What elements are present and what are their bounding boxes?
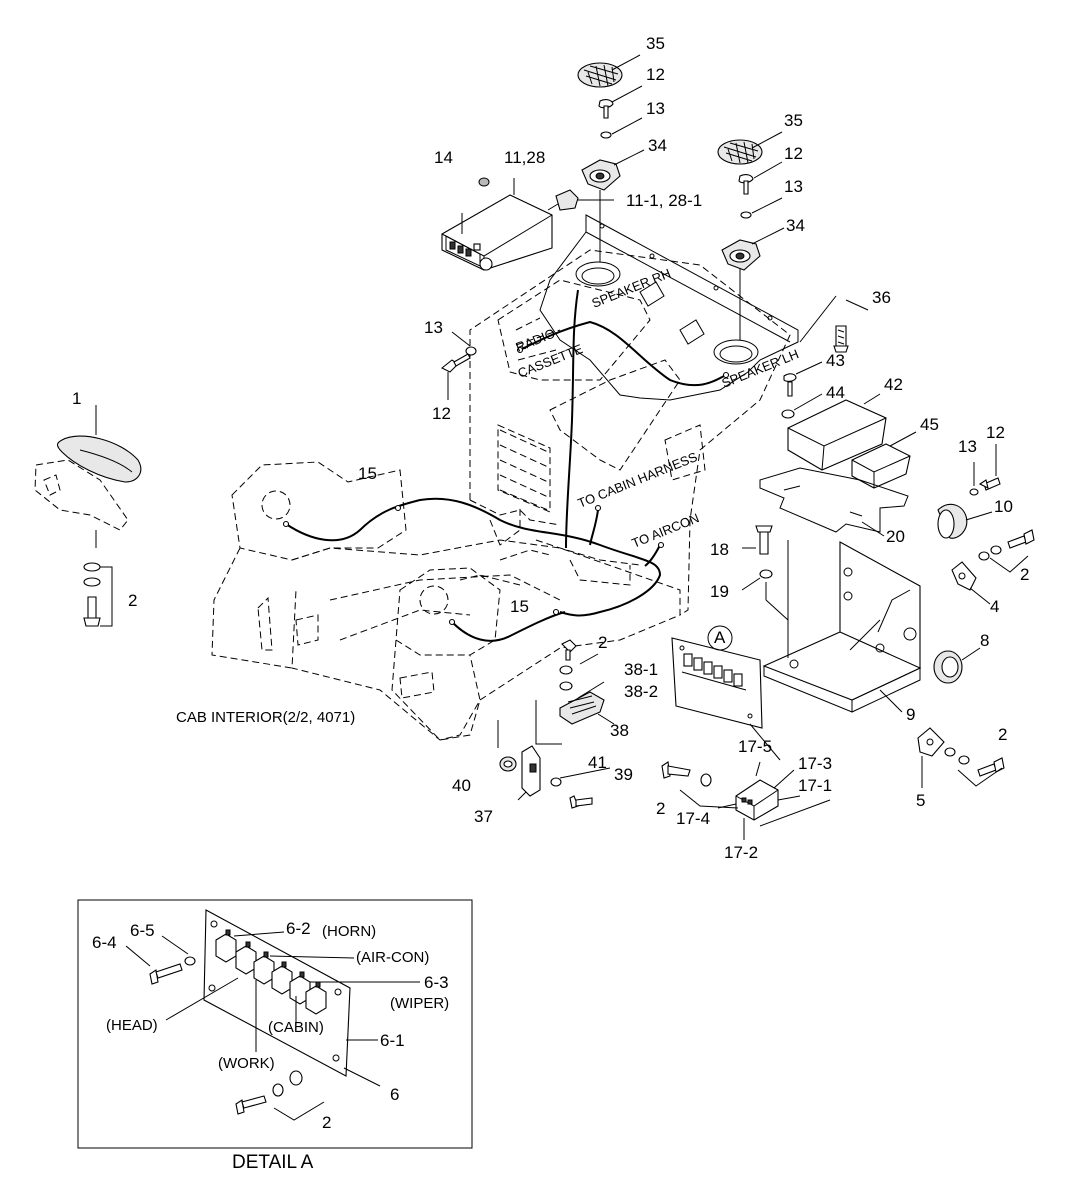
label-8: 8 <box>980 631 989 650</box>
label-4: 4 <box>990 597 999 616</box>
annotation-speaker-rh: SPEAKER RH <box>590 265 673 310</box>
cab-interior-frame <box>211 249 791 741</box>
label-17-2: 17-2 <box>724 843 758 862</box>
label-5: 5 <box>916 791 925 810</box>
label-12-left: 12 <box>432 404 451 423</box>
detail-a-box: 6-5 6-4 6-2 (HORN) (AIR-CON) 6-3 (WIPER)… <box>77 899 473 1149</box>
label-1: 1 <box>72 389 81 408</box>
label-2-detail: 2 <box>322 1113 331 1132</box>
part-41-39-screw-washer <box>550 767 611 809</box>
part-18-bolt <box>742 525 773 555</box>
label-horn: (HORN) <box>322 923 376 940</box>
label-35-right: 35 <box>784 111 803 130</box>
label-13-right: 13 <box>784 177 803 196</box>
speaker-left-stack <box>577 54 645 262</box>
label-37: 37 <box>474 807 493 826</box>
label-13-far-right: 13 <box>958 437 977 456</box>
part-8-grommet <box>933 647 981 684</box>
label-head: (HEAD) <box>106 1017 158 1034</box>
part-12-13-screw-right <box>969 444 1001 496</box>
part-38-switch-plug <box>535 639 615 745</box>
label-13-left: 13 <box>424 318 443 337</box>
label-44: 44 <box>826 383 845 402</box>
label-a-marker: A <box>714 628 726 647</box>
part-4-clip-upper <box>951 529 1035 605</box>
label-18: 18 <box>710 540 729 559</box>
label-19: 19 <box>710 582 729 601</box>
label-6-4: 6-4 <box>92 933 117 952</box>
label-6: 6 <box>390 1085 399 1104</box>
label-40: 40 <box>452 776 471 795</box>
label-17-3: 17-3 <box>798 754 832 773</box>
part-11-radio-cassette <box>441 177 614 271</box>
label-2-right-upper: 2 <box>1020 565 1029 584</box>
label-aircon: (AIR-CON) <box>356 949 429 966</box>
label-38: 38 <box>610 721 629 740</box>
label-15-lower: 15 <box>510 597 529 616</box>
part-10-cap <box>937 503 993 539</box>
part-42-controller-box <box>787 393 887 471</box>
part-5-clip-lower <box>917 727 1005 788</box>
label-work: (WORK) <box>218 1055 275 1072</box>
annotation-to-aircon: TO AIRCON <box>630 510 702 551</box>
part-20-bracket-plate <box>759 467 909 537</box>
label-34-top: 34 <box>648 136 667 155</box>
label-11-1-28-1: 11-1, 28-1 <box>626 191 702 210</box>
label-wiper: (WIPER) <box>390 995 449 1012</box>
label-9: 9 <box>906 705 915 724</box>
wiring-harness <box>282 289 730 642</box>
speaker-right-stack <box>717 131 785 340</box>
label-12-far-right: 12 <box>986 423 1005 442</box>
label-2-center: 2 <box>598 633 607 652</box>
part-1-grab-handle <box>34 405 142 627</box>
label-42: 42 <box>884 375 903 394</box>
label-10: 10 <box>994 497 1013 516</box>
label-36: 36 <box>872 288 891 307</box>
label-41: 41 <box>588 753 607 772</box>
part-12-13-bolt-washer-left <box>440 331 477 400</box>
part-19-washer <box>741 569 773 591</box>
label-12-right: 12 <box>784 144 803 163</box>
annotation-to-cabin-harness: TO CABIN HARNESS <box>576 449 700 511</box>
label-2-bottom: 2 <box>656 799 665 818</box>
label-6-2: 6-2 <box>286 919 311 938</box>
label-15-upper: 15 <box>358 464 377 483</box>
label-12-top: 12 <box>646 65 665 84</box>
label-cabin: (CABIN) <box>268 1019 324 1036</box>
part-43-44-screw-washer <box>781 361 823 419</box>
label-45: 45 <box>920 415 939 434</box>
label-17-4: 17-4 <box>676 809 710 828</box>
annotation-radio: RADIO <box>514 325 558 354</box>
part-37-bracket-clip <box>497 720 541 801</box>
label-14: 14 <box>434 148 453 167</box>
label-20: 20 <box>886 527 905 546</box>
part-45-relay-box <box>851 431 917 489</box>
label-2-handle: 2 <box>128 591 137 610</box>
label-6-5: 6-5 <box>130 921 155 940</box>
label-39: 39 <box>614 765 633 784</box>
part-17-connector-block <box>661 761 831 840</box>
label-34-right: 34 <box>786 216 805 235</box>
label-38-1: 38-1 <box>624 660 658 679</box>
fuse-panel-a <box>671 625 781 761</box>
label-6-1: 6-1 <box>380 1031 405 1050</box>
detail-a-title: DETAIL A <box>232 1152 314 1173</box>
part-40-nut <box>499 756 517 772</box>
label-43: 43 <box>826 351 845 370</box>
label-6-3: 6-3 <box>424 973 449 992</box>
label-17-5: 17-5 <box>738 737 772 756</box>
label-38-2: 38-2 <box>624 682 658 701</box>
label-11-28: 11,28 <box>504 148 545 167</box>
part-9-mounting-bracket <box>762 540 922 713</box>
annotation-cab-interior: CAB INTERIOR(2/2, 4071) <box>176 709 355 726</box>
label-17-1: 17-1 <box>798 776 832 795</box>
part-36-bolt <box>799 295 869 353</box>
label-13-top: 13 <box>646 99 665 118</box>
label-2-right-lower: 2 <box>998 725 1007 744</box>
label-35-top: 35 <box>646 34 665 53</box>
